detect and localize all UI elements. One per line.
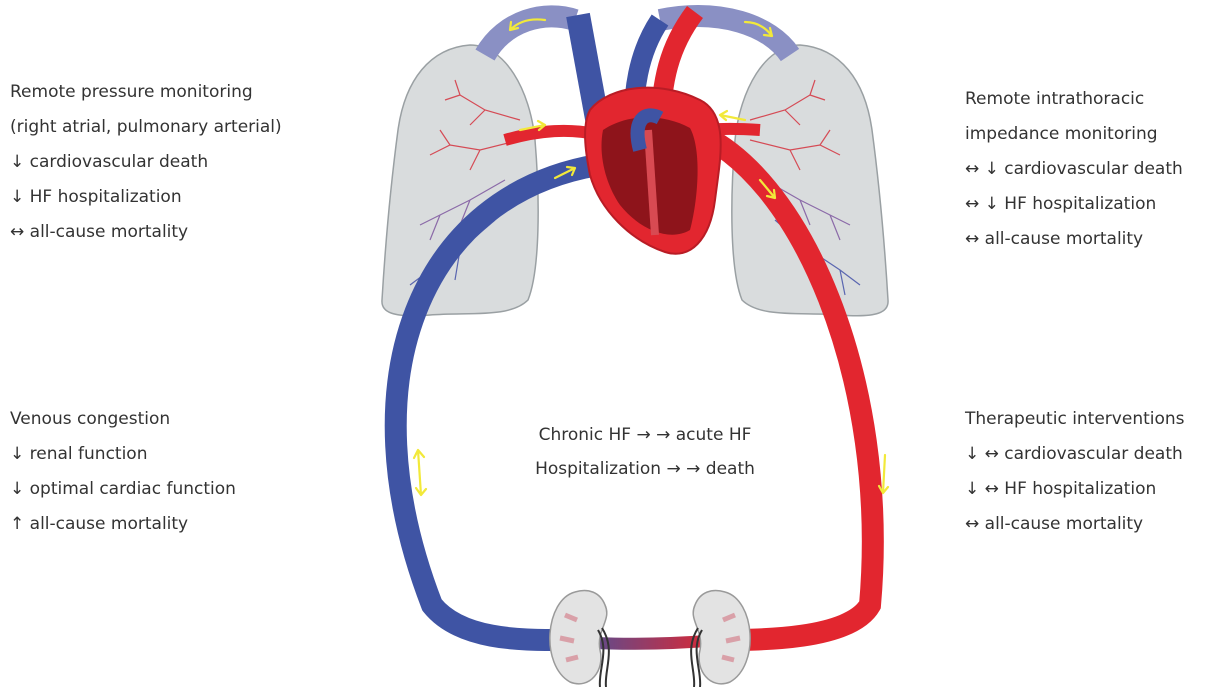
block-line: ↓ HF hospitalization	[10, 180, 282, 215]
block-line: ↓ renal function	[10, 437, 236, 472]
center-line: Chronic HF → → acute HF	[480, 418, 810, 452]
block-line: ↔ ↓ cardiovascular death	[965, 152, 1183, 187]
block-line: ↔ ↓ HF hospitalization	[965, 187, 1183, 222]
block-line: Remote intrathoracic	[965, 82, 1183, 117]
remote-impedance-monitoring-block: Remote intrathoracic impedance monitorin…	[965, 82, 1183, 257]
center-line: Hospitalization → → death	[480, 452, 810, 486]
block-line: ↓ cardiovascular death	[10, 145, 282, 180]
block-line: ↑ all-cause mortality	[10, 507, 236, 542]
block-line: (right atrial, pulmonary arterial)	[10, 110, 282, 145]
block-line: ↓ optimal cardiac function	[10, 472, 236, 507]
therapeutic-interventions-block: Therapeutic interventions ↓ ↔ cardiovasc…	[965, 402, 1185, 542]
left-kidney	[550, 591, 609, 687]
block-line: Therapeutic interventions	[965, 402, 1185, 437]
block-line: ↔ all-cause mortality	[965, 507, 1185, 542]
block-line: ↔ all-cause mortality	[965, 222, 1183, 257]
block-line: ↓ ↔ cardiovascular death	[965, 437, 1185, 472]
block-line: Venous congestion	[10, 402, 236, 437]
right-kidney	[691, 591, 750, 687]
left-lung	[382, 45, 538, 316]
center-progression-text: Chronic HF → → acute HF Hospitalization …	[480, 418, 810, 486]
block-line: Remote pressure monitoring	[10, 75, 282, 110]
block-line: ↓ ↔ HF hospitalization	[965, 472, 1185, 507]
remote-pressure-monitoring-block: Remote pressure monitoring (right atrial…	[10, 75, 282, 250]
block-line: ↔ all-cause mortality	[10, 215, 282, 250]
block-line: impedance monitoring	[965, 117, 1183, 152]
left-pulmonary-arch	[485, 16, 575, 55]
venous-congestion-block: Venous congestion ↓ renal function ↓ opt…	[10, 402, 236, 542]
